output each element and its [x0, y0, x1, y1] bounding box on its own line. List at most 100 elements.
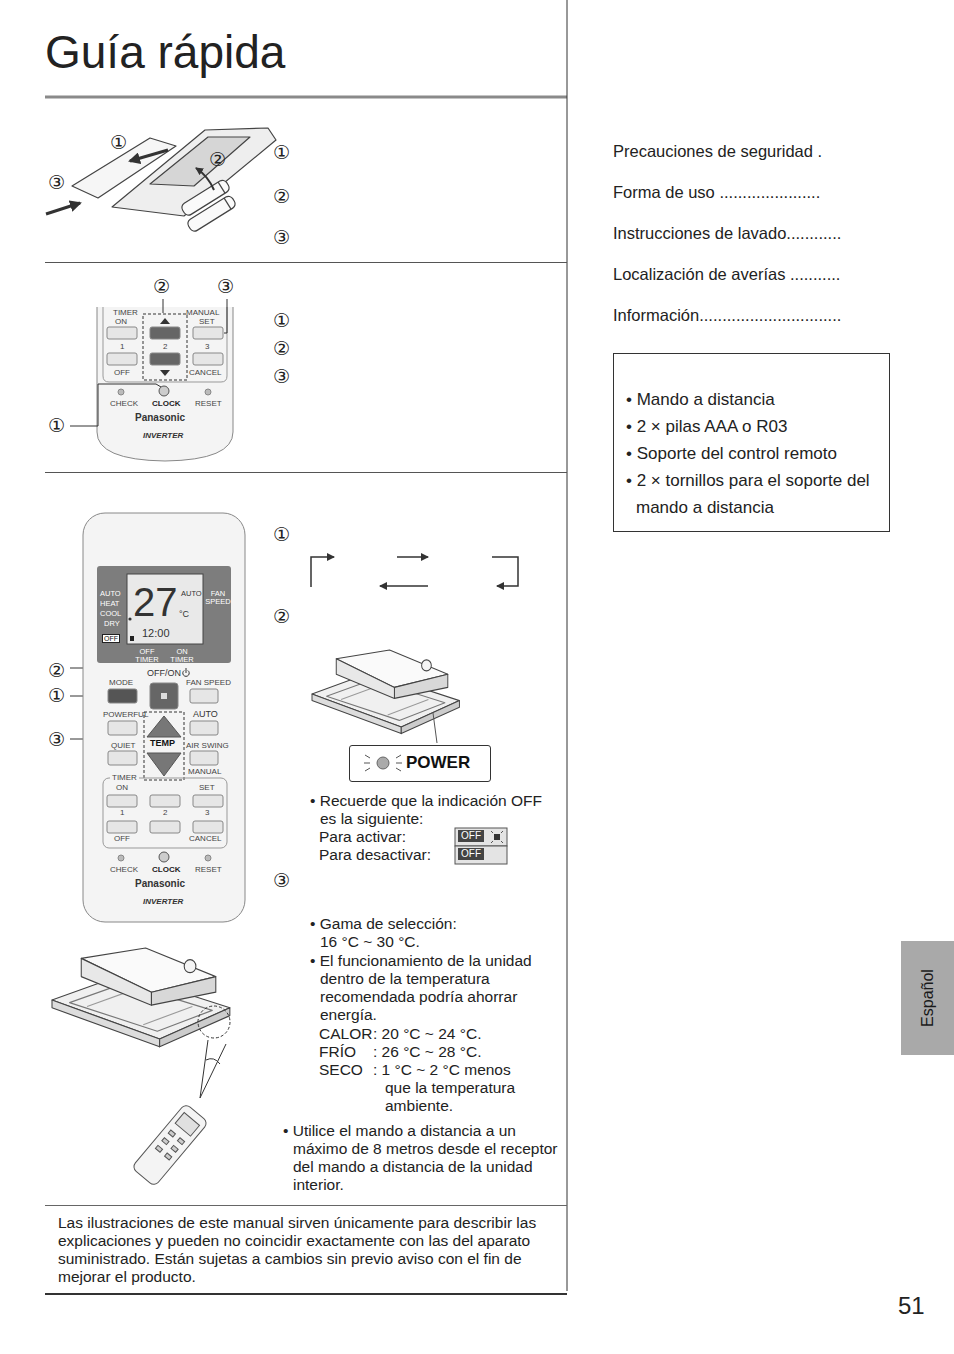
remote-full-illustration [193, 821, 223, 833]
button-label: 3 [205, 809, 209, 817]
page-rules [45, 96, 567, 99]
mode-cycle-arrows [397, 556, 428, 558]
button-label: AUTO [193, 710, 218, 719]
callout-number: ① [273, 143, 290, 162]
button-label: CLOCK [152, 400, 180, 408]
remote-full-illustration [190, 751, 218, 765]
note-box: Las ilustraciones de este manual sirven … [45, 1205, 567, 1295]
remote-full-illustration [128, 617, 131, 620]
remote-top-illustration [160, 370, 170, 376]
body-text: • El funcionamiento de la unidad dentro … [310, 952, 565, 1024]
remote-full-illustration [147, 716, 181, 737]
node-text: • 2 × tornillos para el soporte del mand… [626, 467, 879, 521]
page-rules [45, 0, 567, 1291]
remote-top-illustration [107, 327, 137, 339]
button-label: MANUAL [186, 309, 219, 317]
remote-full-illustration [144, 712, 184, 780]
remote-full-illustration [127, 574, 203, 644]
remote-full-illustration [147, 753, 181, 776]
handheld-remote [162, 1138, 169, 1145]
button-label: OFF [114, 835, 130, 843]
off-indicator-icon [455, 828, 507, 864]
language-tab: Español [901, 941, 954, 1055]
remote-signal [198, 1006, 230, 1038]
node-text: • 2 × pilas AAA o R03 [626, 413, 879, 440]
body-text: FRÍO [319, 1043, 356, 1061]
remote-full-illustration [103, 778, 227, 848]
toc-entry: Precauciones de seguridad . [613, 142, 822, 162]
remote-top-illustration [107, 353, 137, 365]
button-label: CLOCK [152, 866, 180, 874]
cassette-unit [336, 659, 394, 699]
display-label: AUTO [100, 590, 121, 598]
body-text: • Recuerde que la indicación OFF es la s… [310, 792, 545, 828]
cassette-unit [184, 960, 196, 973]
display-label: COOL [100, 610, 121, 618]
callout-number: ② [209, 150, 226, 169]
handheld-remote [168, 1130, 175, 1137]
remote-top-illustration [150, 327, 180, 339]
power-indicator-box: POWER [349, 745, 491, 782]
toc-entry: Localización de averías ........... [613, 265, 840, 285]
remote-signal [206, 1059, 220, 1064]
remote-full-illustration [193, 795, 223, 807]
off-indicator-icon [455, 828, 507, 846]
remote-top-illustration [205, 389, 211, 395]
display-label: DRY [104, 620, 120, 628]
callout-number: ② [273, 607, 290, 626]
power-led [365, 768, 370, 771]
power-led [365, 755, 370, 758]
remote-top-illustration [160, 318, 170, 324]
cassette-unit [52, 948, 230, 1047]
cassette-unit [143, 1007, 192, 1025]
body-text: CALOR [319, 1025, 372, 1043]
leader-line [224, 299, 227, 333]
handheld-remote [132, 1103, 209, 1187]
remote-full-illustration [190, 689, 218, 703]
brand-logo: INVERTER [143, 898, 183, 906]
remote-top-illustration [103, 307, 227, 382]
button-label: 1 [120, 809, 124, 817]
power-led [433, 713, 437, 743]
mode-cycle-arrows [492, 557, 518, 586]
callout-number: ③ [273, 228, 290, 247]
callout-number: ③ [48, 173, 65, 192]
remote-top-illustration [159, 386, 169, 396]
remote-top-illustration [193, 327, 223, 339]
cassette-unit [401, 701, 459, 734]
body-text: Para activar: [319, 828, 406, 846]
cassette-unit [81, 958, 151, 1005]
node-text: • Soporte del control remoto [626, 440, 879, 467]
battery-illustration [186, 194, 237, 233]
remote-full-illustration [150, 821, 180, 833]
off-indicator-icon [491, 841, 493, 843]
handheld-remote [165, 1153, 172, 1160]
cassette-unit [312, 650, 459, 734]
handheld-remote [175, 1113, 199, 1137]
off-indicator-icon [491, 831, 493, 833]
accessory-box: • Mando a distancia• 2 × pilas AAA o R03… [613, 353, 890, 532]
body-text: SECO [319, 1061, 363, 1079]
button-label: 3 [205, 343, 209, 351]
button-label: AIR SWING [186, 742, 229, 750]
remote-top-illustration [118, 389, 124, 395]
mode-cycle-arrows [380, 585, 428, 587]
brand-logo: INVERTER [143, 432, 183, 440]
body-text: • Gama de selección: 16 °C ~ 30 °C. [310, 915, 475, 951]
battery-illustration [224, 198, 231, 209]
toc-entry: Forma de uso ...................... [613, 183, 820, 203]
power-led [396, 763, 402, 764]
button-label: ON [116, 784, 128, 792]
page-number: 51 [898, 1294, 925, 1318]
battery-illustration [218, 182, 225, 193]
off-indicator-icon [455, 846, 507, 864]
cassette-unit [388, 700, 429, 715]
button-label: RESET [195, 866, 222, 874]
body-text: : 1 °C ~ 2 °C menos que la temperatura a… [373, 1061, 538, 1115]
button-label: TEMP [150, 739, 175, 748]
display-text: AUTO [181, 590, 202, 598]
cassette-unit [394, 674, 447, 698]
callout-number: ③ [48, 730, 65, 749]
callout-number: ① [273, 311, 290, 330]
callout-number: ③ [273, 367, 290, 386]
